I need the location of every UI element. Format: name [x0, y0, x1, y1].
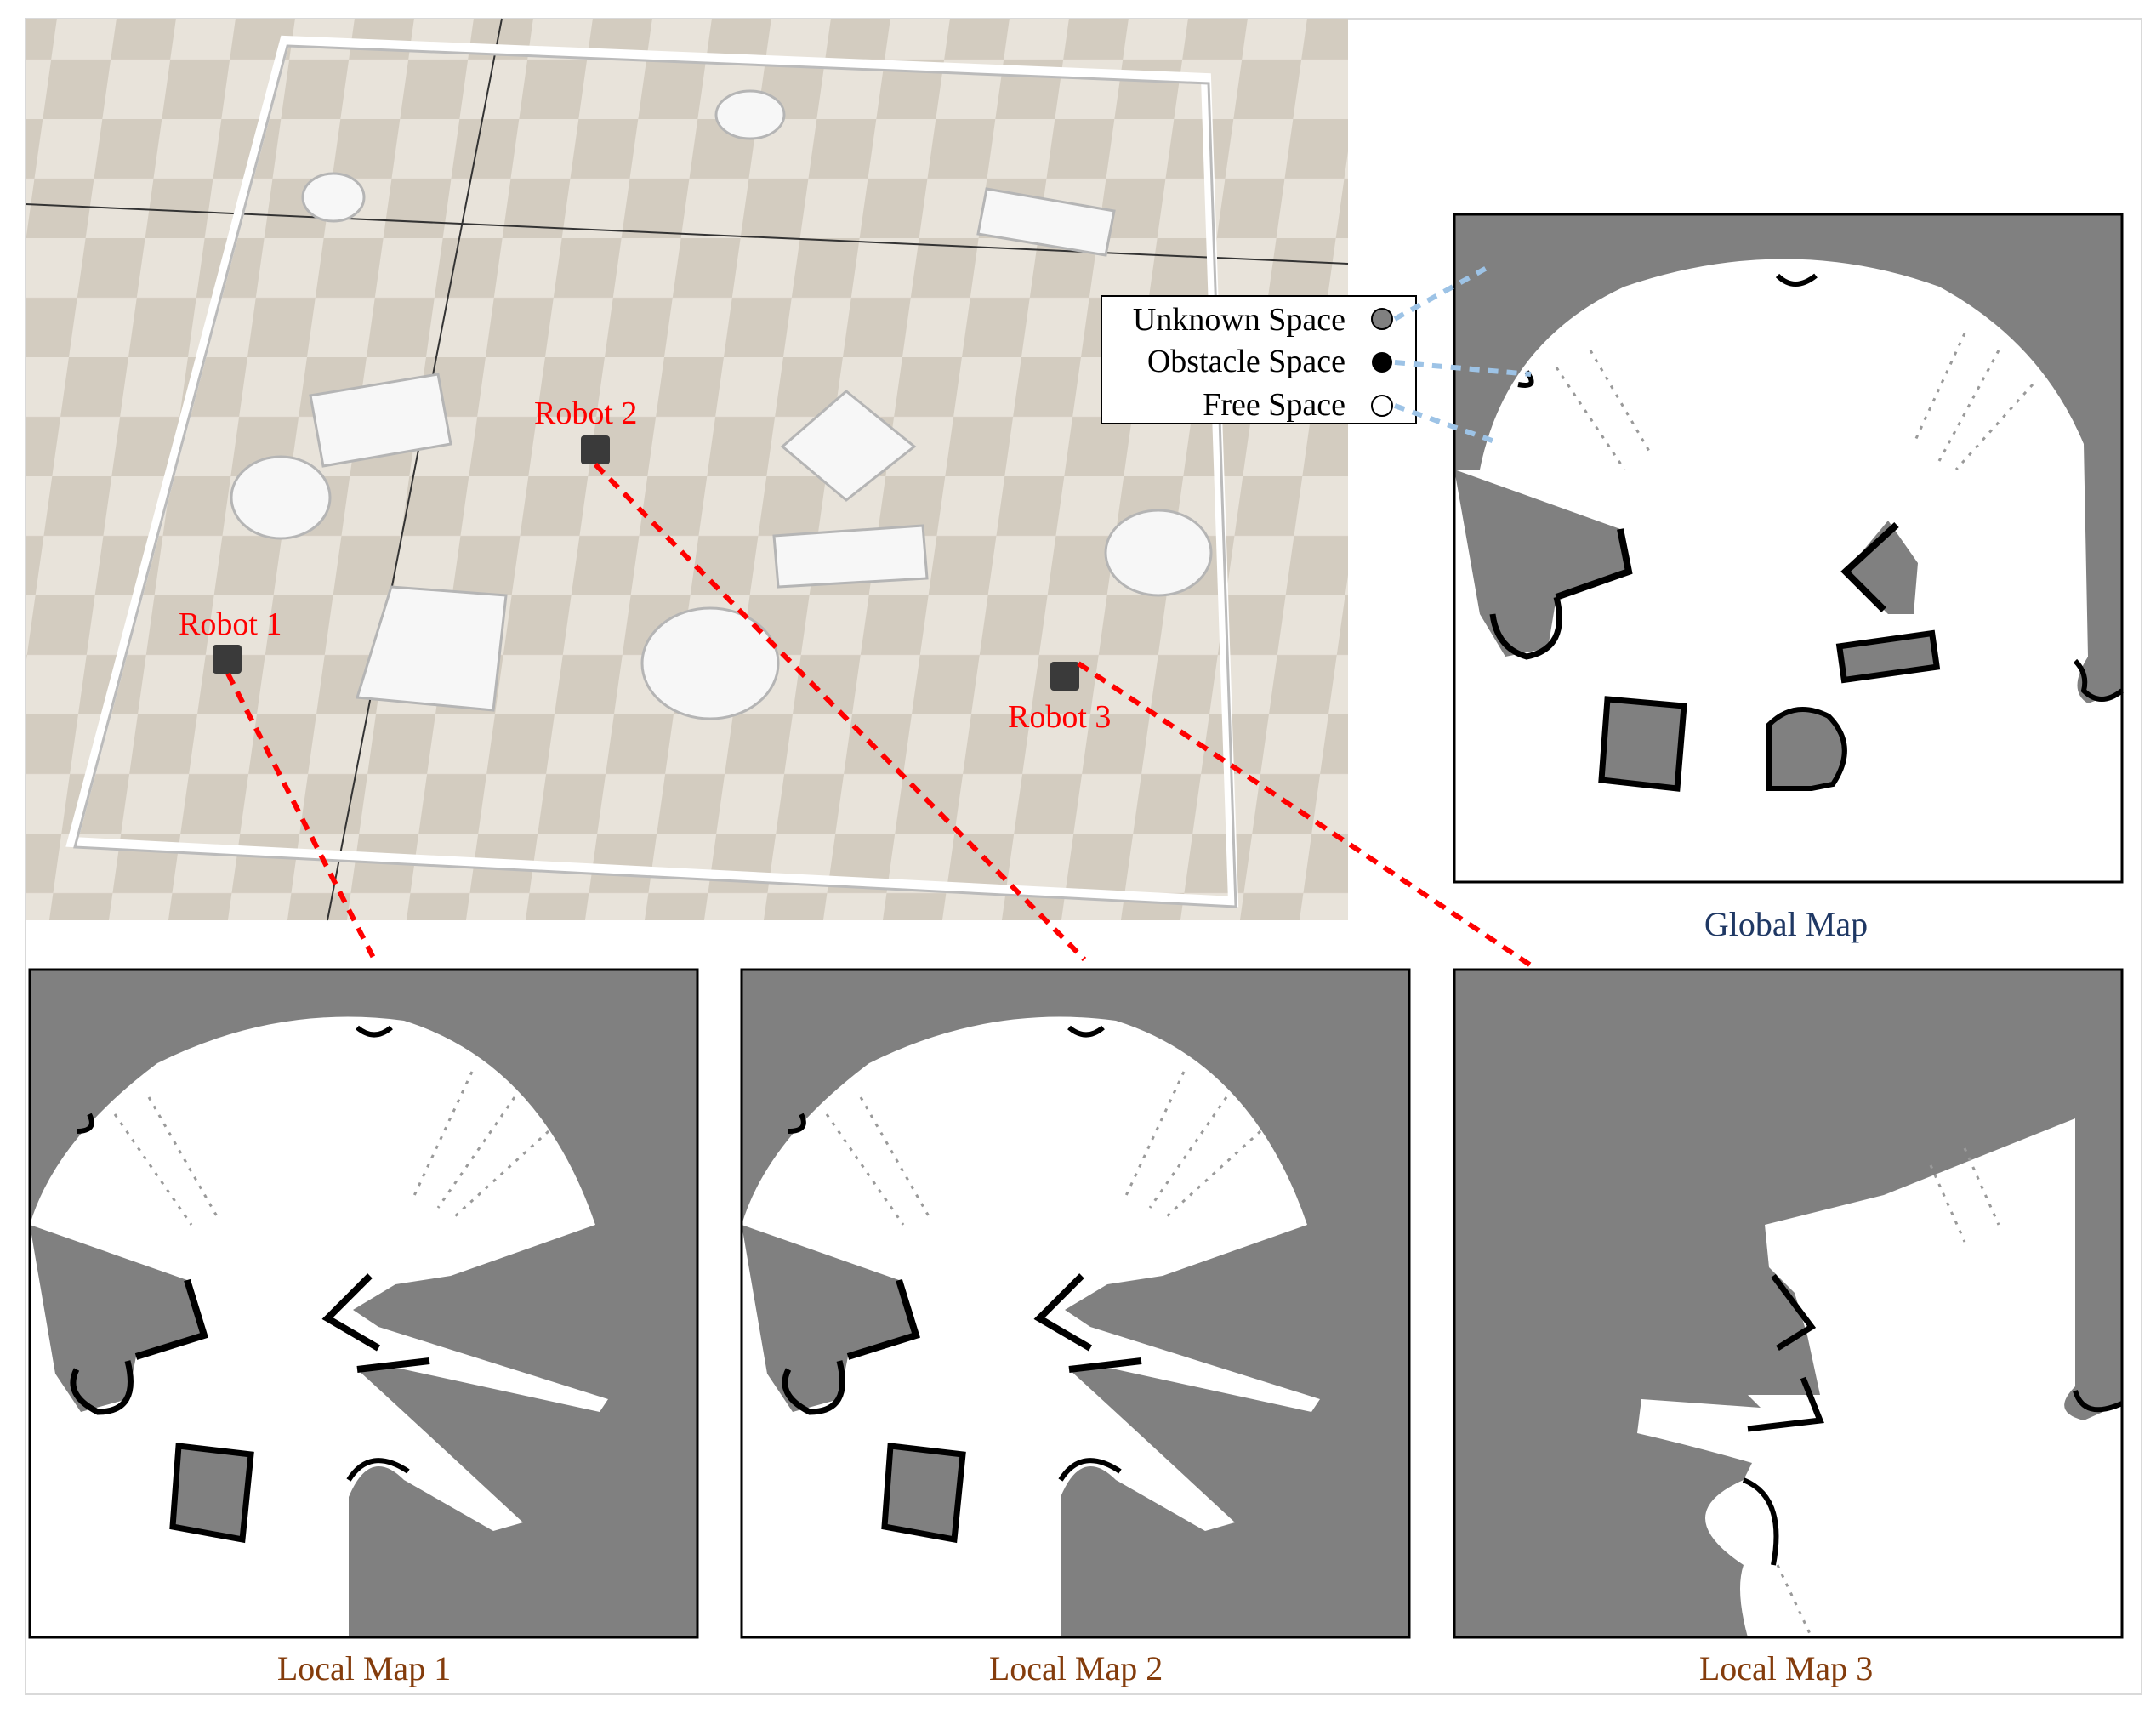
unknown-space-marker [1371, 308, 1393, 330]
robot-1-connector [225, 672, 377, 961]
robot-1-body [213, 645, 242, 674]
robot-2-body [581, 435, 610, 464]
local-map-2-caption: Local Map 2 [989, 1649, 1163, 1687]
robot-1-label: Robot 1 [179, 606, 282, 642]
legend-label-obstacle: Obstacle Space [1147, 344, 1345, 379]
legend-label-unknown: Unknown Space [1133, 302, 1345, 338]
local-map-1 [28, 968, 699, 1639]
legend-label-free: Free Space [1203, 387, 1345, 423]
legend-connector-obstacle [1394, 360, 1532, 377]
robot-2-label: Robot 2 [534, 396, 637, 431]
robot-3-connector [1077, 661, 1533, 968]
scene-obstacles [230, 89, 1213, 720]
robot-3-label: Robot 3 [1008, 699, 1111, 735]
local-map-1-caption: Local Map 1 [277, 1649, 451, 1687]
obstacle-space-marker [1372, 352, 1392, 373]
free-space-marker [1371, 395, 1393, 417]
legend: Unknown Space Obstacle Space Free Space [1101, 265, 1532, 445]
local-map-3 [1453, 968, 2124, 1639]
robot-3-body [1050, 662, 1079, 691]
robot-2-connector [593, 462, 1087, 962]
global-map [1453, 213, 2124, 884]
global-map-caption: Global Map [1704, 905, 1868, 943]
arena-wall [65, 35, 1239, 908]
local-map-3-caption: Local Map 3 [1699, 1649, 1873, 1687]
simulation-scene: Robot 1 Robot 2 Robot 3 [25, 18, 1349, 921]
local-map-2 [740, 968, 1411, 1639]
